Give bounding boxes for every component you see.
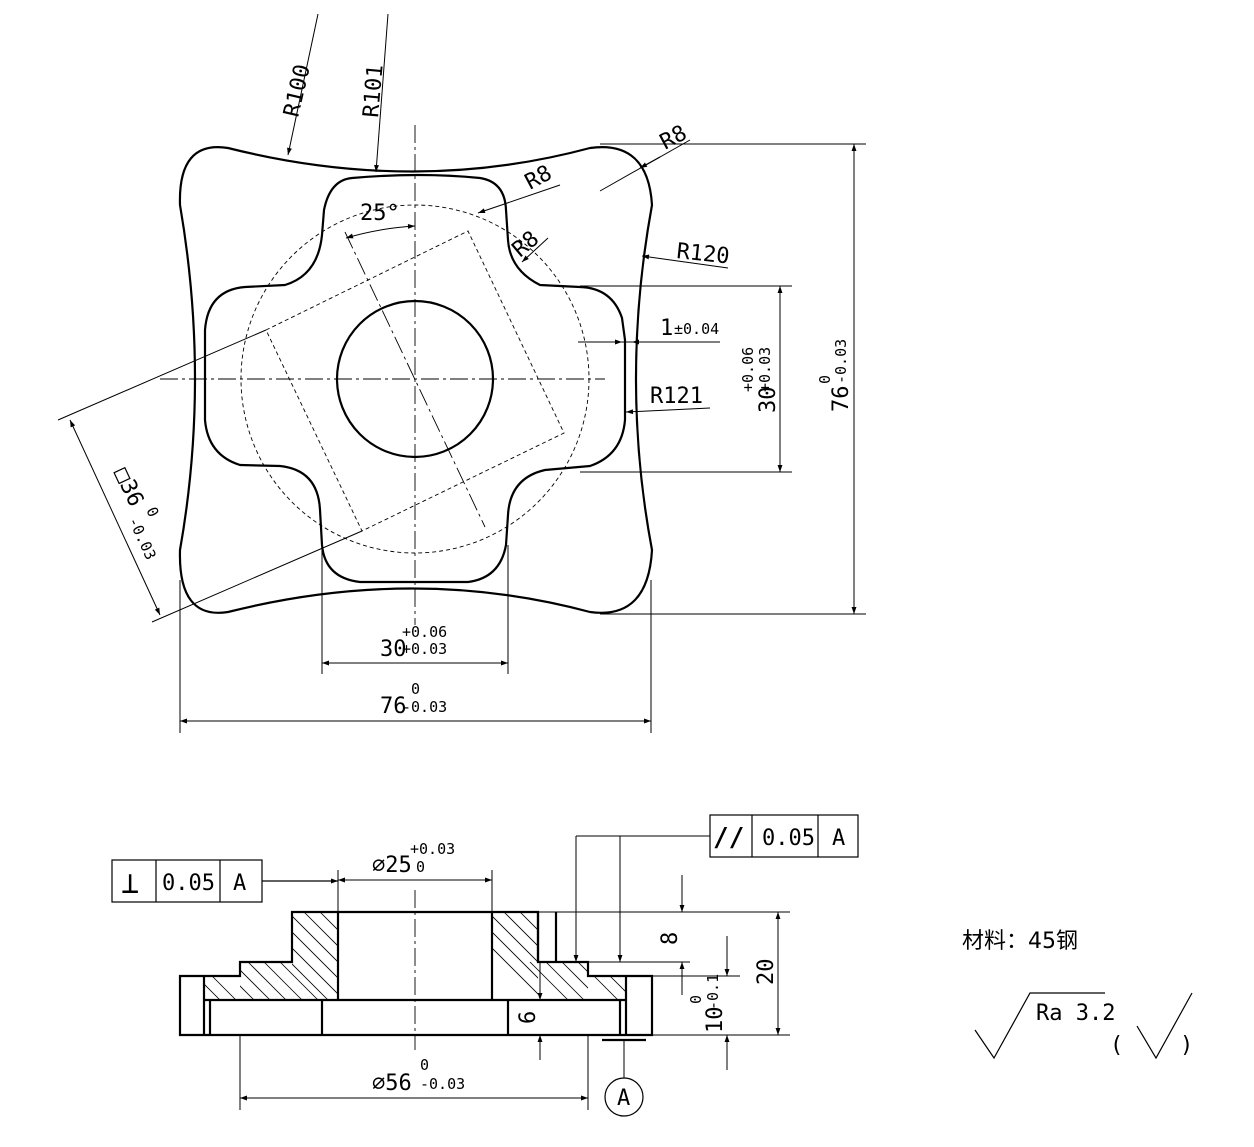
perp-symbol: ⊥	[121, 866, 139, 901]
outer-h-nominal: 76	[829, 386, 854, 413]
dia-56-lower: -0.03	[420, 1075, 465, 1093]
r100-label: R100	[279, 62, 315, 119]
r8-inner2-label: R8	[508, 226, 544, 262]
notes: 材料：45钢 Ra 3.2 ( )	[962, 929, 1193, 1060]
parallel-symbol: //	[713, 823, 744, 853]
slot-w-lower: +0.03	[402, 640, 447, 658]
perp-value: 0.05	[162, 871, 215, 896]
offset-tol: ±0.04	[674, 320, 719, 338]
r8-inner-label: R8	[521, 161, 556, 196]
r121-label: R121	[650, 384, 703, 409]
outer-contour	[178, 146, 654, 614]
r120-label: R120	[675, 239, 730, 269]
dim-20: 20	[754, 959, 779, 986]
dia-56-upper: 0	[420, 1056, 429, 1074]
top-view: R100 R101 R8 R8 R8 25° R120 1 ±0.04 R121…	[57, 13, 866, 733]
offset-nominal: 1	[660, 316, 673, 341]
parallel-datum: A	[832, 826, 845, 851]
datum-circle	[604, 1077, 644, 1117]
section-outline	[178, 910, 654, 1037]
angle-label: 25°	[360, 201, 400, 226]
roughness-value: Ra 3.2	[1036, 1001, 1115, 1026]
dim-8: 8	[658, 932, 683, 945]
slot-w-upper: +0.06	[402, 623, 447, 641]
outer-h-upper: 0	[816, 375, 834, 384]
outer-w-upper: 0	[411, 680, 420, 698]
inner-contour	[203, 173, 627, 584]
slot-h-nominal: 30	[756, 387, 781, 414]
square-lower: -0.03	[124, 514, 159, 563]
parallel-value: 0.05	[762, 826, 815, 851]
perp-datum: A	[233, 871, 246, 896]
slot-h-lower: +0.03	[756, 347, 774, 392]
bore-upper: +0.03	[410, 840, 455, 858]
outer-w-nominal: 76	[380, 694, 407, 719]
paren-open: (	[1110, 1033, 1123, 1058]
rotated-square	[265, 230, 565, 532]
r8-outer-label: R8	[656, 121, 691, 156]
slot-w-nominal: 30	[380, 637, 407, 662]
bore-lower: 0	[416, 858, 425, 876]
datum-label: A	[617, 1086, 630, 1111]
material-note: 材料：45钢	[962, 929, 1078, 954]
slot-h-upper: +0.06	[739, 347, 757, 392]
outer-w-lower: -0.03	[402, 698, 447, 716]
outer-h-lower: -0.03	[832, 339, 850, 384]
dia-56-nominal: ⌀56	[372, 1071, 412, 1096]
dim-10-upper: 0	[687, 995, 705, 1004]
dim-6: 6	[516, 1011, 541, 1024]
check-symbol	[1136, 992, 1193, 1060]
section-view: ⊥ 0.05 A ⌀25 +0.03 0 // 0.05 A 8 20	[111, 814, 859, 1117]
roughness-symbol	[974, 992, 1105, 1060]
square-upper: 0	[142, 504, 162, 520]
bore-nominal: ⌀25	[372, 853, 412, 878]
square-nominal: □36	[109, 464, 148, 511]
paren-close: )	[1180, 1033, 1193, 1058]
r101-label: R101	[359, 64, 389, 119]
dim-10-lower: -0.1	[704, 974, 722, 1010]
dim-10-nominal: 10	[703, 1007, 728, 1034]
